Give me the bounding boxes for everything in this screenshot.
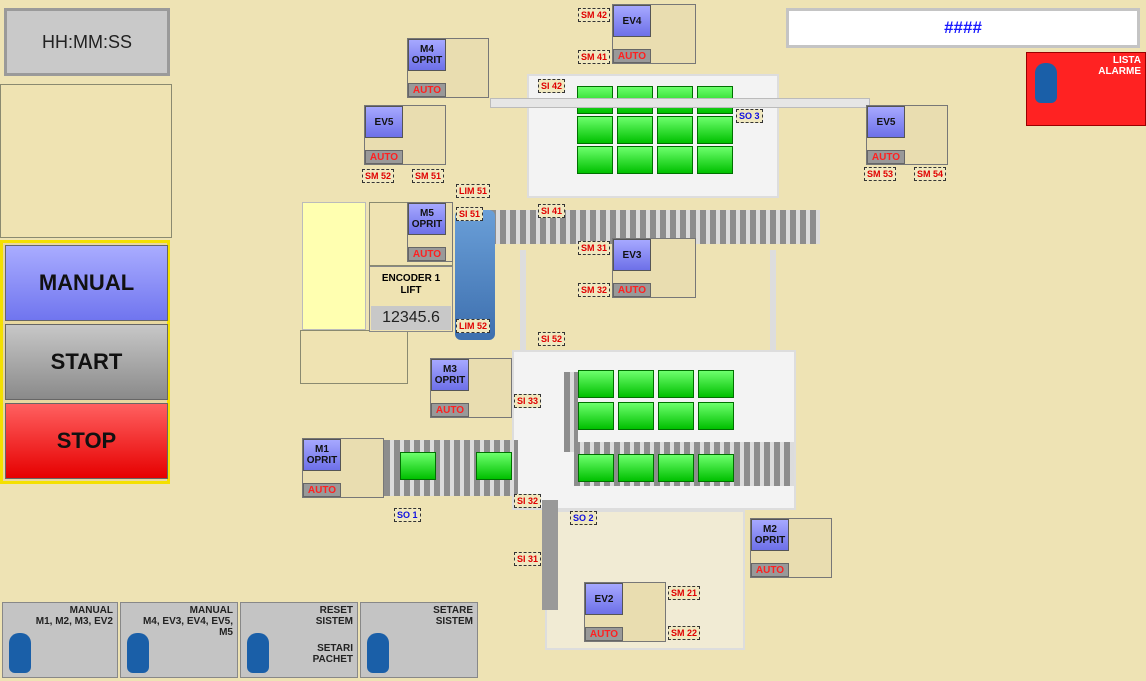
m5-label: M5 OPRIT [408,203,446,235]
ev2-auto[interactable]: AUTO [585,627,623,641]
ev5-left-label: EV5 [365,106,403,138]
encoder-label: ENCODER 1 LIFT [381,273,441,296]
ev5-right-label: EV5 [867,106,905,138]
sensor-sm53: SM 53 [864,167,897,181]
valve-ev4[interactable]: EV4 AUTO [612,4,696,64]
m3-label: M3 OPRIT [431,359,469,391]
motor-m1[interactable]: M1 OPRIT AUTO [302,438,384,498]
encoder-display: ENCODER 1 LIFT 12345.6 [369,266,453,332]
valve-ev3[interactable]: EV3 AUTO [612,238,696,298]
ev4-auto[interactable]: AUTO [613,49,651,63]
lift-motor [455,210,495,340]
encoder-value: 12345.6 [371,306,451,330]
manual-m4-ev3-ev4-ev5-m5-button[interactable]: MANUAL M4, EV3, EV4, EV5, M5 [120,602,238,678]
value-display: #### [786,8,1140,48]
m1-label: M1 OPRIT [303,439,341,471]
sensor-sm22: SM 22 [668,626,701,640]
sensor-si51: SI 51 [456,207,484,221]
sensor-sm31: SM 31 [578,241,611,255]
m1-auto[interactable]: AUTO [303,483,341,497]
hand-icon [367,633,389,673]
m2-auto[interactable]: AUTO [751,563,789,577]
reset-sistem-button[interactable]: RESET SISTEM SETARI PACHET [240,602,358,678]
sensor-lim52: LIM 52 [456,319,491,333]
m4-label: M4 OPRIT [408,39,446,71]
m4-auto[interactable]: AUTO [408,83,446,97]
sensor-so3: SO 3 [736,109,763,123]
m5-auto[interactable]: AUTO [408,247,446,261]
sensor-so2: SO 2 [570,511,597,525]
manual-button[interactable]: MANUAL [5,245,168,321]
sensor-si32: SI 32 [514,494,542,508]
ev4-label: EV4 [613,5,651,37]
hand-icon [9,633,31,673]
sensor-sm51: SM 51 [412,169,445,183]
sensor-si31: SI 31 [514,552,542,566]
sensor-so1: SO 1 [394,508,421,522]
manual-m1-m2-m3-ev2-button[interactable]: MANUAL M1, M2, M3, EV2 [2,602,118,678]
motor-m2[interactable]: M2 OPRIT AUTO [750,518,832,578]
sensor-sm42: SM 42 [578,8,611,22]
stop-button[interactable]: STOP [5,403,168,479]
ev5-left-auto[interactable]: AUTO [365,150,403,164]
sensor-lim51: LIM 51 [456,184,491,198]
info-panel [0,84,172,238]
sensor-sm32: SM 32 [578,283,611,297]
hand-icon [247,633,269,673]
ev5-right-auto[interactable]: AUTO [867,150,905,164]
valve-ev5-right[interactable]: EV5 AUTO [866,105,948,165]
valve-ev5-left[interactable]: EV5 AUTO [364,105,446,165]
start-button[interactable]: START [5,324,168,400]
alarm-list-button[interactable]: LISTA ALARME [1026,52,1146,126]
clock-display: HH:MM:SS [4,8,170,76]
motor-m3[interactable]: M3 OPRIT AUTO [430,358,512,418]
m2-label: M2 OPRIT [751,519,789,551]
sensor-si42: SI 42 [538,79,566,93]
hand-icon [1035,63,1057,103]
motor-m5[interactable]: M5 OPRIT AUTO [407,202,453,262]
lift-panel [300,330,408,384]
alarm-list-label: LISTA ALARME [1098,55,1141,77]
sensor-si33: SI 33 [514,394,542,408]
sensor-sm41: SM 41 [578,50,611,64]
ev3-auto[interactable]: AUTO [613,283,651,297]
lower-transfer-table [512,350,796,510]
sensor-si41: SI 41 [538,204,566,218]
sensor-sm52: SM 52 [362,169,395,183]
motor-m4[interactable]: M4 OPRIT AUTO [407,38,489,98]
valve-ev2[interactable]: EV2 AUTO [584,582,666,642]
lift-indicator [302,202,366,330]
ev3-label: EV3 [613,239,651,271]
setare-sistem-button[interactable]: SETARE SISTEM [360,602,478,678]
sensor-sm21: SM 21 [668,586,701,600]
mode-panel: MANUAL START STOP [0,240,170,484]
m3-auto[interactable]: AUTO [431,403,469,417]
cross-rail [490,98,870,108]
sensor-si52: SI 52 [538,332,566,346]
ev2-label: EV2 [585,583,623,615]
sensor-sm54: SM 54 [914,167,947,181]
hand-icon [127,633,149,673]
